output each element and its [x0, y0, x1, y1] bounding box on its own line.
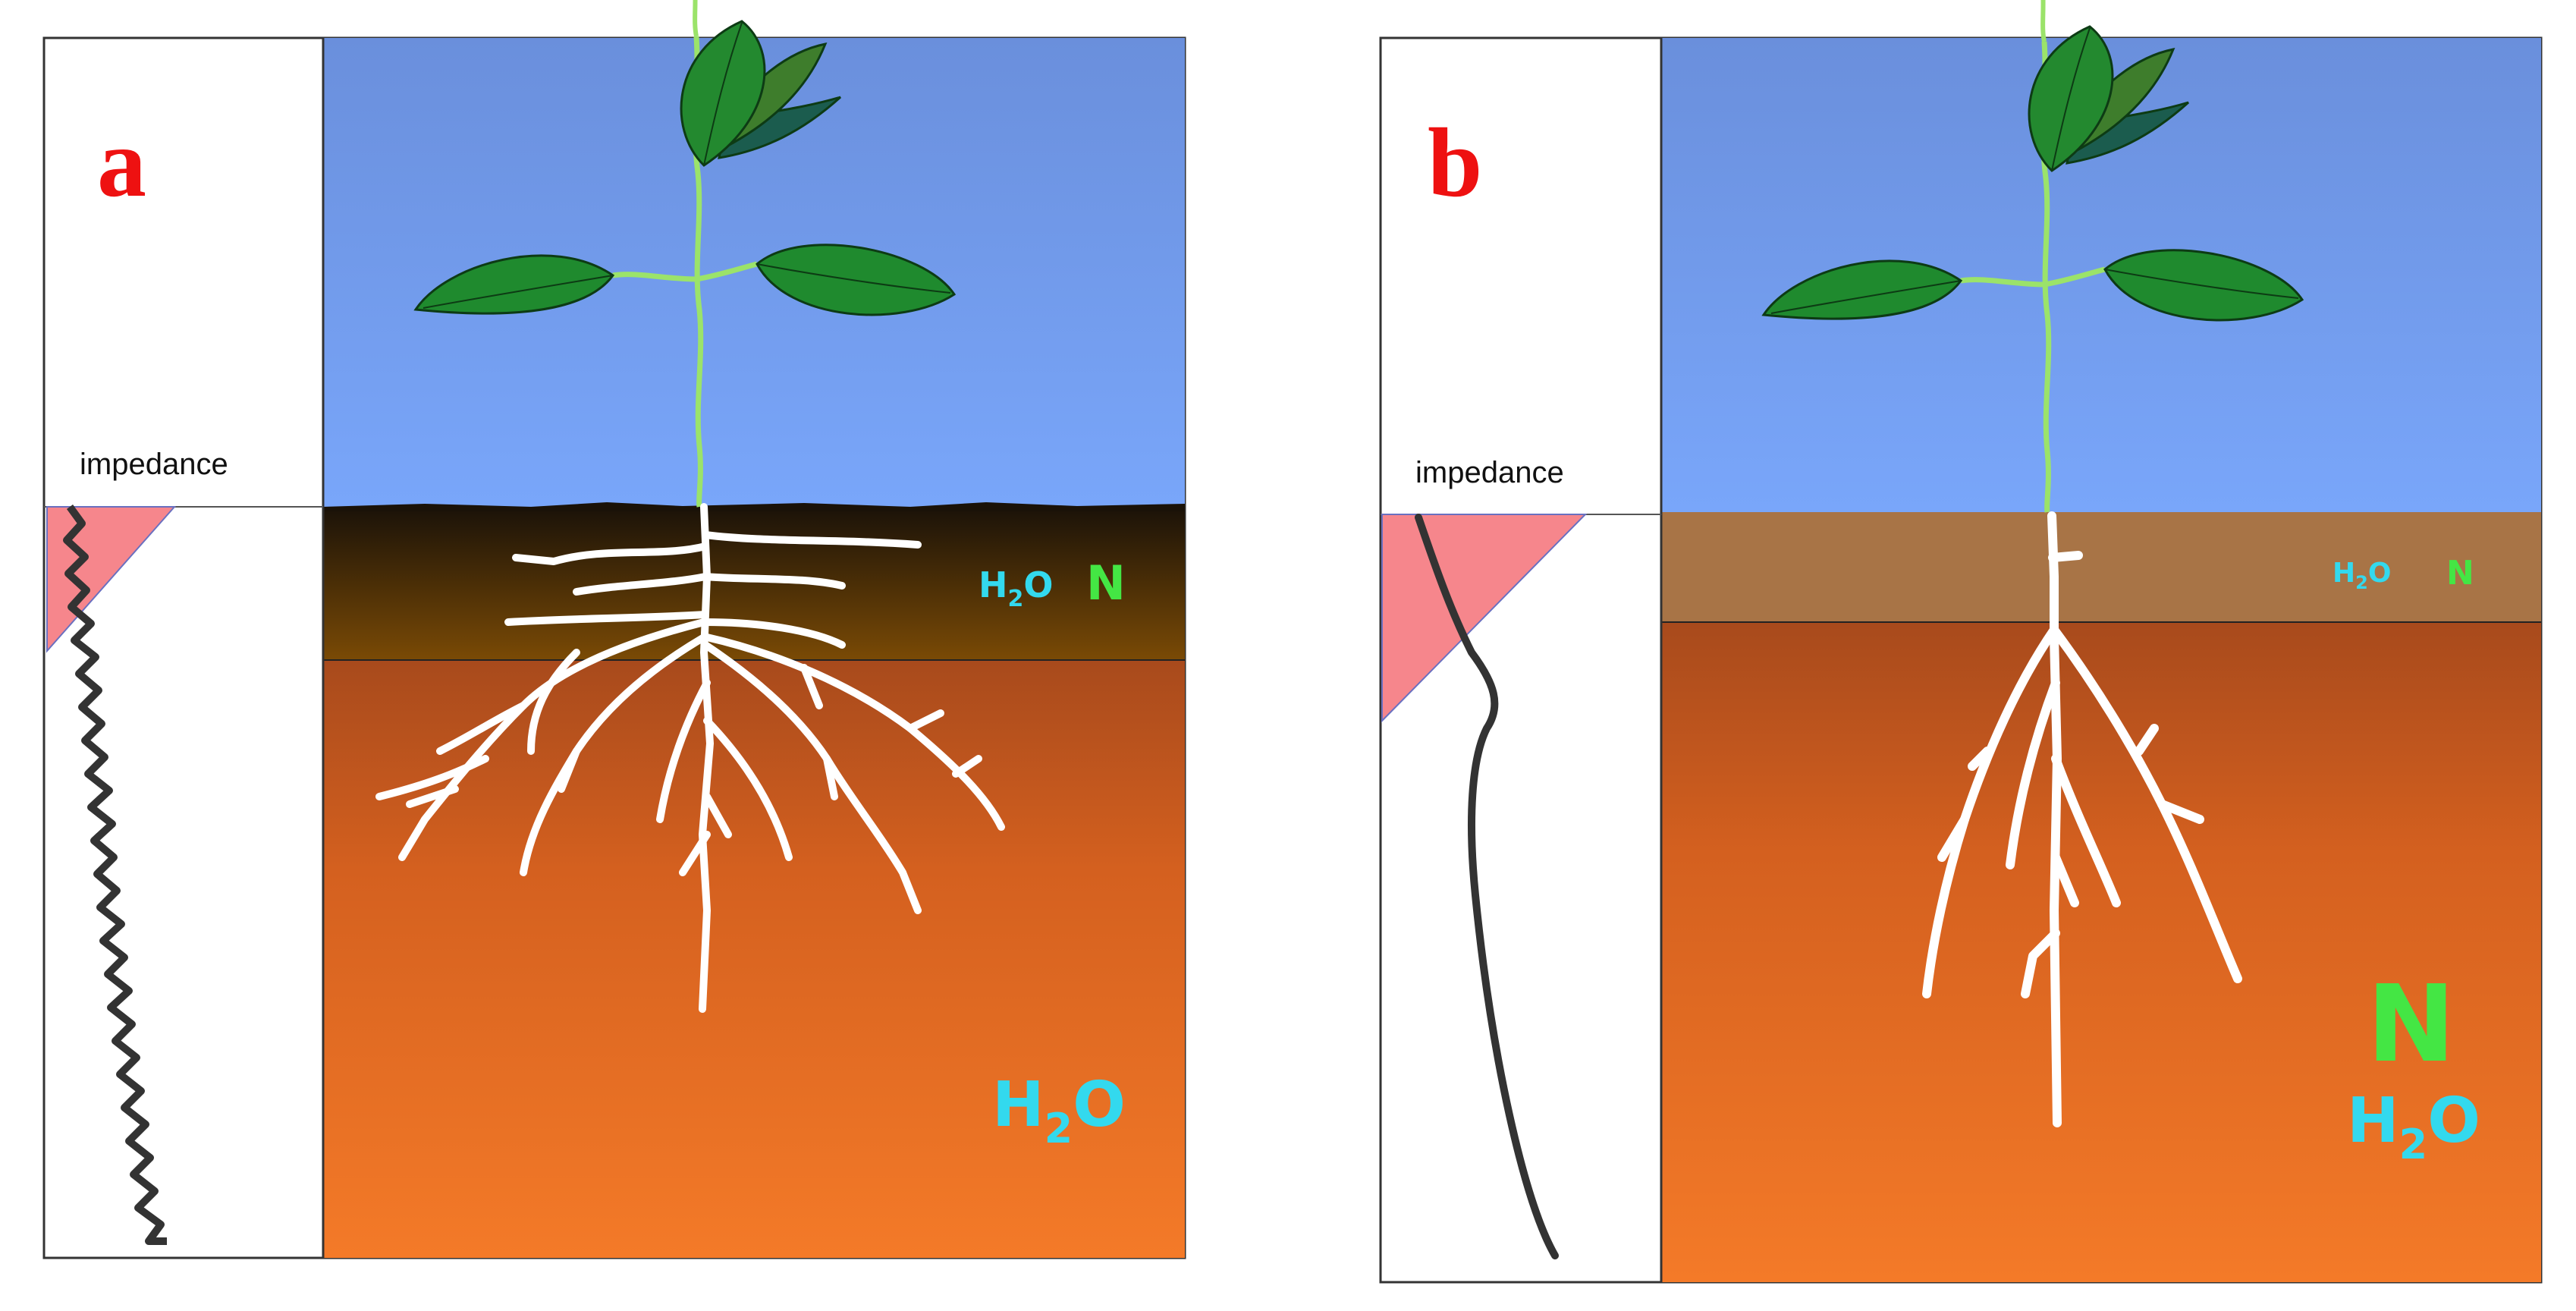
panel-b-impedance-label: impedance	[1415, 456, 1564, 489]
panel-a-subsoil	[323, 660, 1185, 1258]
panel-b-subsoil-water-label: H2O	[2347, 1085, 2480, 1168]
panel-a-impedance-profile	[63, 505, 167, 1245]
panel-b-subsoil-nitrogen-label: N	[2367, 963, 2455, 1086]
panel-a-subsoil-water-label: H2O	[992, 1069, 1126, 1152]
panel-b-topsoil-nitrogen-label: N	[2446, 554, 2474, 593]
panel-a-impedance-label: impedance	[80, 448, 228, 481]
svg-text:H2O: H2O	[992, 1069, 1126, 1152]
panel-a-topsoil-water-label: H2O	[979, 564, 1053, 612]
panel-a-letter: a	[97, 108, 146, 218]
panel-a-root-system	[375, 503, 1005, 1013]
panel-b-impedance-profile	[1415, 514, 1559, 1259]
panel-a-soil-surface	[323, 502, 1185, 511]
svg-text:H2O: H2O	[979, 564, 1053, 612]
svg-text:H2O: H2O	[2333, 558, 2391, 593]
panel-b-topsoil	[1661, 512, 2541, 622]
panel-a: a impedance	[42, 0, 1186, 1259]
panel-b-letter: b	[1428, 108, 1482, 218]
panel-b-subsoil	[1661, 622, 2541, 1282]
panel-b: b impedance H2O N N H2O	[1379, 0, 2543, 1284]
panel-a-topsoil-nitrogen-label: N	[1086, 555, 1126, 611]
panel-b-topsoil-water-label: H2O	[2333, 558, 2391, 593]
svg-text:H2O: H2O	[2347, 1085, 2480, 1168]
panel-a-topsoil	[323, 507, 1185, 660]
panel-b-root-system	[1922, 511, 2242, 1127]
